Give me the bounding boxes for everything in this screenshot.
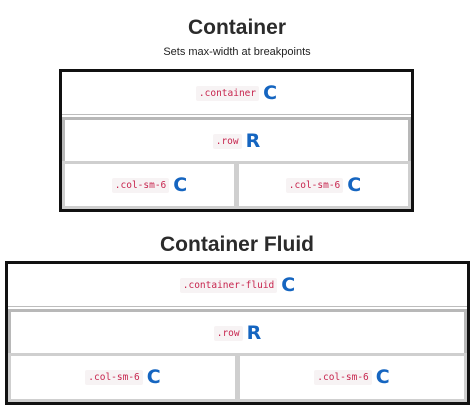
row-letter: R — [245, 129, 261, 152]
container-diagram: .container C .row R .col-sm-6 C .col-sm-… — [59, 69, 414, 212]
row-class-label: .row — [213, 325, 243, 341]
column-box: .col-sm-6 C — [237, 353, 467, 402]
container-subtitle: Sets max-width at breakpoints — [163, 46, 311, 58]
column-class-label: .col-sm-6 — [314, 370, 372, 385]
container-letter: C — [263, 81, 278, 104]
column-box: .col-sm-6 C — [62, 161, 237, 209]
row-box: .row R — [62, 117, 411, 162]
container-fluid-class-label: .container-fluid — [179, 277, 278, 293]
row-box: .row R — [8, 309, 467, 354]
column-box: .col-sm-6 C — [236, 161, 411, 209]
column-letter: C — [375, 366, 390, 388]
container-box: .container C — [62, 72, 411, 115]
row-class-label: .row — [212, 133, 242, 149]
column-letter: C — [173, 173, 188, 196]
column-box: .col-sm-6 C — [8, 353, 238, 402]
row-letter: R — [246, 321, 262, 344]
container-class-label: .container — [195, 85, 260, 101]
container-fluid-letter: C — [281, 273, 296, 296]
container-title: Container — [187, 16, 286, 39]
column-letter: C — [146, 366, 161, 388]
container-fluid-diagram: .container-fluid C .row R .col-sm-6 C .c… — [5, 261, 470, 405]
column-class-label: .col-sm-6 — [85, 370, 143, 385]
column-letter: C — [347, 173, 362, 196]
container-fluid-title: Container Fluid — [160, 233, 314, 256]
column-class-label: .col-sm-6 — [285, 177, 344, 193]
container-fluid-box: .container-fluid C — [8, 264, 467, 307]
column-class-label: .col-sm-6 — [111, 177, 170, 193]
